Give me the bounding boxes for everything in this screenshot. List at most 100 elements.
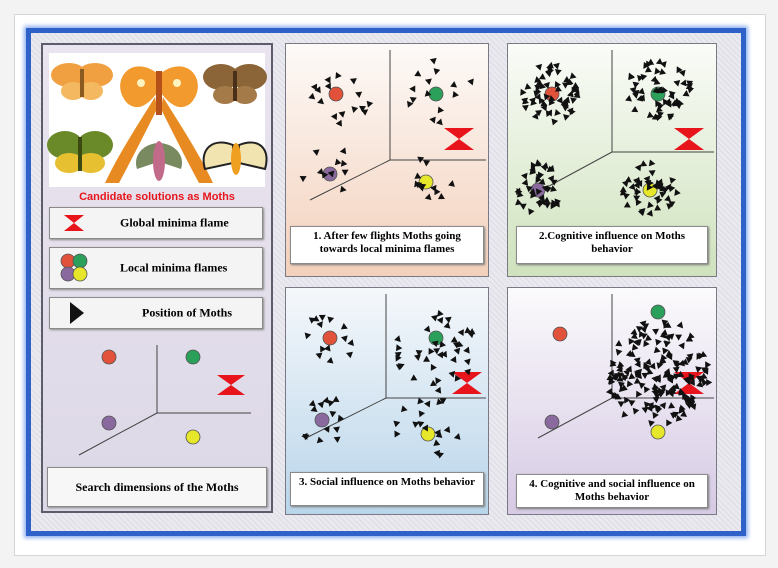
flame-red	[101, 349, 117, 365]
moth-marker	[561, 82, 569, 89]
moth-marker	[323, 425, 330, 433]
moths-illustration	[47, 53, 268, 187]
moth-marker	[663, 368, 671, 375]
moth-marker	[638, 208, 646, 215]
moth-marker	[433, 348, 441, 355]
moth-marker	[521, 172, 528, 180]
moth-marker	[667, 113, 674, 121]
figure-frame: Candidate solutions as Moths Global mini…	[26, 28, 746, 536]
moth-marker	[437, 106, 445, 114]
moth-marker	[430, 314, 438, 322]
moth-marker	[521, 179, 529, 186]
moth-marker	[657, 103, 664, 111]
moth-marker	[695, 366, 703, 373]
moth-marker	[563, 75, 571, 83]
moth-marker	[653, 78, 661, 85]
moth-marker	[635, 199, 642, 206]
moth-marker	[301, 432, 308, 440]
moth-marker	[641, 372, 649, 379]
moth-marker	[622, 193, 630, 200]
moth-marker	[335, 71, 342, 79]
moth-marker	[515, 198, 523, 206]
moth-marker	[615, 340, 623, 347]
moth-marker	[665, 100, 672, 108]
moth-marker	[419, 183, 427, 191]
moth-marker	[624, 396, 631, 404]
moth-marker	[407, 100, 414, 108]
moth-marker	[428, 347, 435, 355]
moth-marker	[706, 379, 713, 386]
moth-marker	[395, 364, 403, 371]
moth-marker	[667, 386, 675, 393]
legend-global-label: Global minima flame	[120, 215, 229, 230]
moth-marker	[688, 379, 695, 386]
moth-marker	[661, 86, 668, 94]
moth-marker	[648, 159, 656, 167]
moth-marker	[423, 160, 431, 167]
moth-marker	[629, 87, 637, 94]
moth-marker	[669, 90, 676, 98]
moth-marker	[705, 361, 712, 369]
moth-marker	[672, 360, 680, 367]
moth-marker	[424, 193, 432, 201]
moth-marker	[424, 400, 431, 408]
moth-marker	[635, 368, 643, 376]
moth-marker	[649, 362, 656, 370]
panel-1-caption: 1. After few flights Moths going towards…	[290, 226, 484, 264]
moth-marker	[395, 344, 403, 352]
moth-marker	[314, 86, 321, 94]
moth-marker	[534, 159, 542, 166]
moth-marker	[333, 426, 340, 433]
moth-marker	[672, 366, 680, 374]
moth-marker	[540, 104, 548, 112]
moth-marker	[628, 337, 635, 345]
moth-marker	[623, 201, 631, 208]
moth-marker	[655, 197, 663, 205]
moth-marker	[341, 169, 349, 176]
moth-marker	[640, 73, 648, 81]
legend-position: Position of Moths	[49, 297, 263, 329]
moth-marker	[409, 85, 416, 93]
moth-marker	[553, 200, 560, 208]
moth-marker	[687, 86, 695, 94]
moth-marker	[680, 410, 688, 417]
moth-marker	[550, 185, 557, 192]
moth-marker	[550, 202, 557, 210]
moth-marker	[355, 91, 363, 98]
moth-marker	[547, 61, 554, 69]
moth-marker	[609, 360, 617, 367]
search-caption: Search dimensions of the Moths	[75, 479, 239, 494]
moth-marker	[334, 158, 342, 166]
moth-marker	[662, 347, 669, 355]
moth-marker	[634, 164, 642, 172]
moth-marker	[347, 339, 354, 347]
moth-marker	[679, 404, 686, 412]
moth-marker	[535, 198, 543, 206]
moth-marker	[662, 371, 670, 378]
moth-marker	[633, 377, 641, 384]
moth-marker	[634, 370, 641, 378]
moth-marker	[421, 424, 428, 432]
moth-marker	[617, 401, 625, 408]
moth-green-icon	[47, 131, 113, 173]
moth-marker	[434, 188, 441, 196]
moth-marker	[673, 373, 681, 380]
panel-1-diagram	[299, 50, 486, 201]
moth-marker	[535, 63, 543, 71]
moth-marker	[666, 353, 673, 361]
moth-marker	[547, 175, 555, 183]
moth-marker	[681, 358, 689, 365]
moth-marker	[429, 57, 437, 65]
moth-marker	[434, 386, 442, 394]
moth-marker	[652, 411, 659, 419]
legend-local: Local minima flames	[49, 247, 263, 289]
moth-marker	[439, 340, 447, 348]
panel-3-caption: 3. Social influence on Moths behavior	[290, 472, 484, 506]
moth-marker	[656, 387, 664, 394]
moth-marker	[628, 350, 636, 357]
moth-marker	[463, 358, 471, 366]
panel-1: 1. After few flights Moths going towards…	[285, 43, 489, 277]
moth-marker	[644, 358, 652, 366]
moth-marker	[682, 376, 690, 384]
moth-marker	[617, 361, 625, 368]
